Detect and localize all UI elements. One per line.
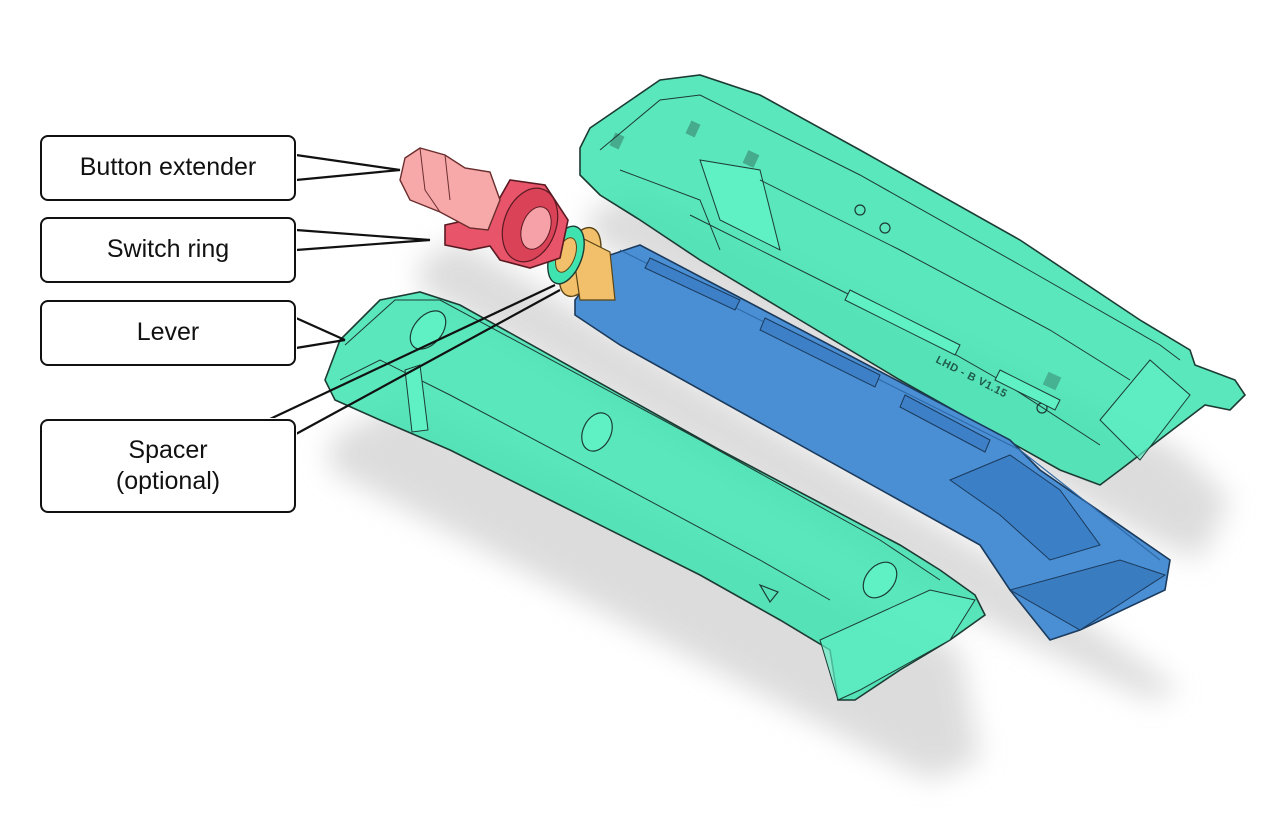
leader-button-extender-1 [295,153,401,172]
handle-tube [574,244,1171,641]
button-extender-part [399,147,501,231]
callout-button-extender-label: Button extender [79,153,257,182]
leader-lever-1 [295,316,346,342]
leader-lines [269,153,561,435]
leader-lever-2 [295,338,346,350]
callout-lever-label: Lever [136,318,200,347]
callout-switch-ring-label: Switch ring [106,235,230,264]
callout-button-extender: Button extender [40,135,296,201]
callout-spacer-label: Spacer [128,435,208,464]
leader-spacer-1 [269,284,556,420]
callout-spacer: Spacer (optional) [40,419,296,513]
leader-switch-ring-1 [295,228,431,242]
leader-spacer-2 [295,289,561,435]
leader-switch-ring-2 [295,238,431,252]
callout-switch-ring: Switch ring [40,217,296,283]
callout-lever: Lever [40,300,296,366]
upper-housing: LHD - B V1.15 [579,74,1247,486]
lower-housing [324,291,987,701]
spacer-part [547,225,616,301]
callout-spacer-note: (optional) [115,467,221,495]
switch-ring-part [444,179,569,269]
leader-button-extender-2 [295,168,401,182]
